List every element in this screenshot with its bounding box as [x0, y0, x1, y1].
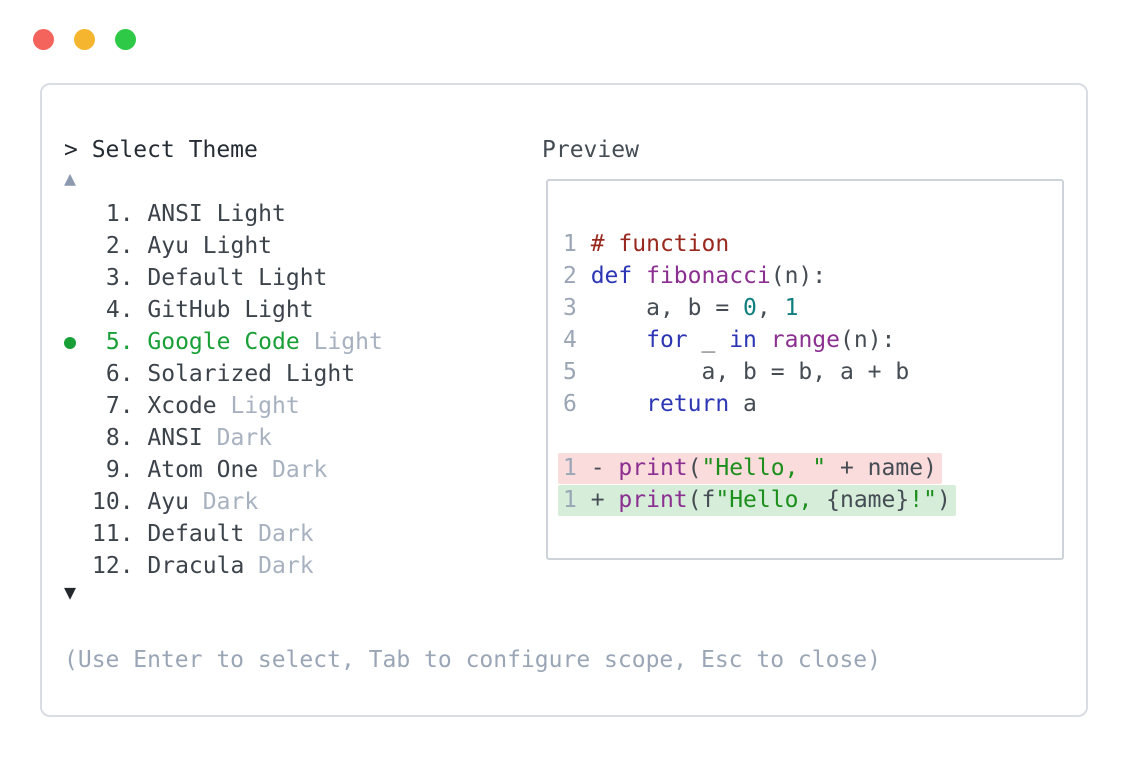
theme-list-item[interactable]: 10. Ayu Dark [64, 486, 383, 518]
bullet-slot [64, 198, 92, 230]
theme-list: 1. ANSI Light 2. Ayu Light 3. Default Li… [64, 198, 383, 582]
select-theme-prompt: > Select Theme [64, 137, 258, 163]
theme-list-item[interactable]: 5. Google Code Light [64, 326, 383, 358]
zoom-button[interactable] [115, 29, 136, 50]
theme-list-item[interactable]: 9. Atom One Dark [64, 454, 383, 486]
bullet-slot [64, 358, 92, 390]
selected-indicator-icon [64, 326, 92, 358]
theme-selector-panel: > Select Theme ▲ 1. ANSI Light 2. Ayu Li… [40, 83, 1088, 717]
code-line: 6 return a [563, 391, 757, 417]
window-traffic-lights [33, 29, 136, 50]
theme-list-item[interactable]: 4. GitHub Light [64, 294, 383, 326]
theme-list-item[interactable]: 11. Default Dark [64, 518, 383, 550]
diff-line-removed: 1 - print("Hello, " + name) [558, 452, 1062, 484]
scroll-up-icon[interactable]: ▲ [64, 166, 77, 190]
theme-list-item[interactable]: 2. Ayu Light [64, 230, 383, 262]
bullet-slot [64, 262, 92, 294]
help-text: (Use Enter to select, Tab to configure s… [64, 647, 881, 673]
code-blank-line [563, 420, 1062, 452]
theme-list-item[interactable]: 1. ANSI Light [64, 198, 383, 230]
bullet-slot [64, 230, 92, 262]
code-line: 3 a, b = 0, 1 [563, 295, 799, 321]
bullet-slot [64, 294, 92, 326]
bullet-slot [64, 422, 92, 454]
code-line: 5 a, b = b, a + b [563, 359, 910, 385]
theme-list-item[interactable]: 7. Xcode Light [64, 390, 383, 422]
bullet-slot [64, 454, 92, 486]
bullet-slot [64, 390, 92, 422]
bullet-slot [64, 486, 92, 518]
bullet-slot [64, 518, 92, 550]
code-line: 2 def fibonacci(n): [563, 263, 827, 289]
preview-panel: 1 # function 2 def fibonacci(n): 3 a, b = … [546, 179, 1064, 560]
code-line: 4 for _ in range(n): [563, 327, 896, 353]
theme-list-item[interactable]: 3. Default Light [64, 262, 383, 294]
diff-line-added: 1 + print(f"Hello, {name}!") [558, 484, 1062, 516]
theme-list-item[interactable]: 8. ANSI Dark [64, 422, 383, 454]
minimize-button[interactable] [74, 29, 95, 50]
theme-list-item[interactable]: 12. Dracula Dark [64, 550, 383, 582]
code-block: 1 # function 2 def fibonacci(n): 3 a, b = … [548, 181, 1062, 516]
theme-list-item[interactable]: 6. Solarized Light [64, 358, 383, 390]
close-button[interactable] [33, 29, 54, 50]
preview-label: Preview [542, 137, 639, 163]
scroll-down-icon[interactable]: ▼ [64, 580, 77, 604]
code-line: 1 # function [563, 231, 730, 257]
